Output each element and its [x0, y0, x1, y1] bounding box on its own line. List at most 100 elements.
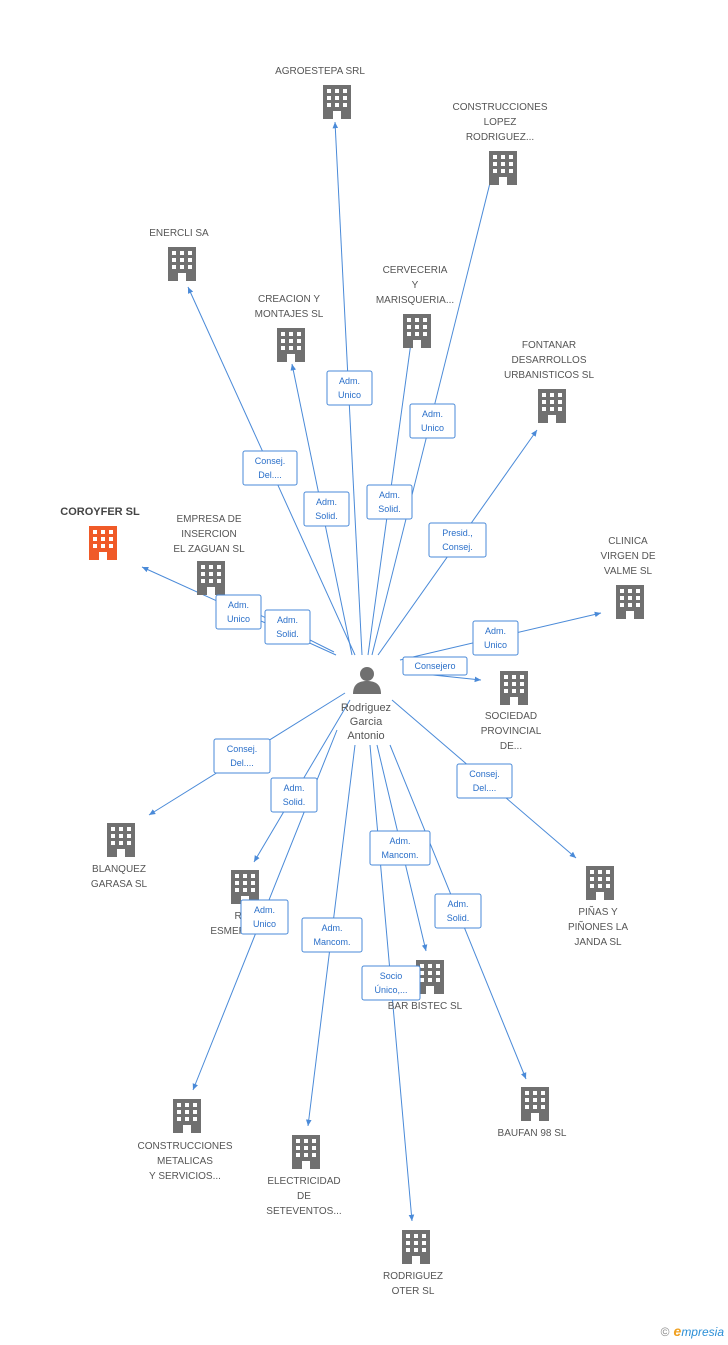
relation-box [456, 763, 513, 799]
relation-text: Unico [484, 640, 507, 650]
relation-label-fontanar[interactable]: Presid.,Consej. [428, 522, 487, 558]
relation-label-rodriguez-oter[interactable]: SocioÚnico,... [361, 965, 421, 1001]
company-node-baufan[interactable]: BAUFAN 98 SL [498, 1087, 567, 1139]
building-icon [107, 823, 135, 857]
building-icon [89, 526, 117, 560]
company-label: DE [297, 1191, 311, 1202]
company-label: BLANQUEZ [92, 864, 146, 875]
company-label: FONTANAR [522, 340, 576, 351]
relation-label-construcciones-lopez[interactable]: Adm.Unico [409, 403, 456, 439]
company-label: DE... [500, 741, 522, 752]
building-icon [538, 389, 566, 423]
relation-box [270, 777, 318, 813]
relation-label-coroyfer[interactable]: Adm.Unico [215, 594, 262, 630]
nodes-layer: AGROESTEPA SRL CONSTRUCCIONESLOPEZRODRIGU… [60, 66, 656, 1297]
relation-label-construcciones-metalicas[interactable]: Adm.Unico [240, 899, 289, 935]
company-label: VALME SL [604, 566, 653, 577]
relation-text: Adm. [316, 497, 337, 507]
relation-text: Adm. [379, 490, 400, 500]
building-icon [402, 1230, 430, 1264]
relation-box [366, 484, 413, 520]
building-icon [500, 671, 528, 705]
relation-text: Mancom. [313, 937, 350, 947]
relation-text: Adm. [339, 376, 360, 386]
company-label: SETEVENTOS... [266, 1206, 341, 1217]
relation-label-blanquez[interactable]: Consej.Del.... [213, 738, 271, 774]
relation-box [240, 899, 289, 935]
company-node-rodriguez-oter[interactable]: RODRIGUEZ OTER SL [383, 1230, 443, 1297]
relation-label-empresa-insercion[interactable]: Adm.Solid. [264, 609, 311, 645]
building-icon [586, 866, 614, 900]
company-label: OTER SL [392, 1286, 435, 1297]
relation-label-pinas[interactable]: Consej.Del.... [456, 763, 513, 799]
company-node-construcciones-lopez[interactable]: CONSTRUCCIONESLOPEZRODRIGUEZ... [452, 102, 548, 185]
relation-labels-layer: Adm.UnicoAdm.UnicoConsej.Del....Adm.Soli… [213, 370, 519, 1001]
relation-label-enercli[interactable]: Consej. Del.... [242, 450, 298, 486]
relation-text: Adm. [485, 626, 506, 636]
relation-label-baufan[interactable]: Adm.Solid. [434, 893, 482, 929]
relation-text: Solid. [378, 504, 401, 514]
relation-label-agroestepa[interactable]: Adm.Unico [326, 370, 373, 406]
company-label: BAR BISTEC SL [388, 1001, 463, 1012]
company-label: BAUFAN 98 SL [498, 1128, 567, 1139]
relation-label-bar-bistec[interactable]: Adm.Mancom. [369, 830, 431, 866]
building-icon [173, 1099, 201, 1133]
relation-label-ro-esmerald[interactable]: Adm.Solid. [270, 777, 318, 813]
relation-text: Consej. [255, 456, 286, 466]
company-node-coroyfer[interactable]: COROYFER SL [60, 506, 140, 560]
relation-label-cerveceria[interactable]: Adm. Solid. [366, 484, 413, 520]
relation-label-electricidad[interactable]: Adm. Mancom. [301, 917, 363, 953]
building-icon [323, 85, 351, 119]
building-icon [489, 151, 517, 185]
relation-text: Mancom. [381, 850, 418, 860]
person-name-line: Garcia [350, 716, 383, 728]
relation-box [472, 620, 519, 656]
company-node-electricidad[interactable]: ELECTRICIDAD DE SETEVENTOS... [266, 1135, 342, 1217]
brand-name: mpresia [681, 1325, 724, 1339]
company-label: METALICAS [157, 1156, 213, 1167]
relation-text: Del.... [473, 783, 497, 793]
relation-text: Solid. [315, 511, 338, 521]
relation-box [326, 370, 373, 406]
building-icon [292, 1135, 320, 1169]
relation-text: Del.... [258, 470, 282, 480]
company-label: RODRIGUEZ... [466, 132, 534, 143]
company-label: ENERCLI SA [149, 228, 209, 239]
relation-text: Consejero [414, 661, 455, 671]
relation-text: Adm. [321, 923, 342, 933]
company-node-agroestepa[interactable]: AGROESTEPA SRL [275, 66, 365, 119]
company-label: DESARROLLOS [511, 355, 586, 366]
company-label: MARISQUERIA... [376, 295, 454, 306]
company-label: URBANISTICOS SL [504, 370, 594, 381]
company-label: RODRIGUEZ [383, 1271, 443, 1282]
relation-box [402, 656, 468, 676]
relation-text: Solid. [276, 629, 299, 639]
relation-label-clinica[interactable]: Adm. Unico [472, 620, 519, 656]
relation-box [264, 609, 311, 645]
relation-text: Unico [421, 423, 444, 433]
company-label: ELECTRICIDAD [267, 1176, 340, 1187]
company-label: CREACION Y [258, 294, 320, 305]
relation-label-sociedad-provincial[interactable]: Consejero [402, 656, 468, 676]
company-node-sociedad-provincial[interactable]: SOCIEDADPROVINCIALDE... [481, 671, 542, 752]
relation-text: Adm. [228, 600, 249, 610]
company-node-bar-bistec[interactable]: BAR BISTEC SL [388, 960, 463, 1012]
relation-text: Consej. [442, 542, 473, 552]
relation-text: Adm. [254, 905, 275, 915]
relation-box [361, 965, 421, 1001]
company-node-cerveceria[interactable]: CERVECERIAYMARISQUERIA... [376, 265, 454, 348]
company-label: PIÑONES LA [568, 920, 628, 933]
company-node-enercli[interactable]: ENERCLI SA [149, 228, 209, 281]
company-node-fontanar[interactable]: FONTANAR DESARROLLOS URBANISTICOS SL [504, 340, 594, 423]
relation-label-creacion-montajes[interactable]: Adm. Solid. [303, 491, 350, 527]
relation-text: Del.... [230, 758, 254, 768]
relation-box [303, 491, 350, 527]
center-person-node[interactable]: Rodriguez Garcia Antonio [341, 667, 391, 742]
company-label: CONSTRUCCIONES [137, 1141, 232, 1152]
